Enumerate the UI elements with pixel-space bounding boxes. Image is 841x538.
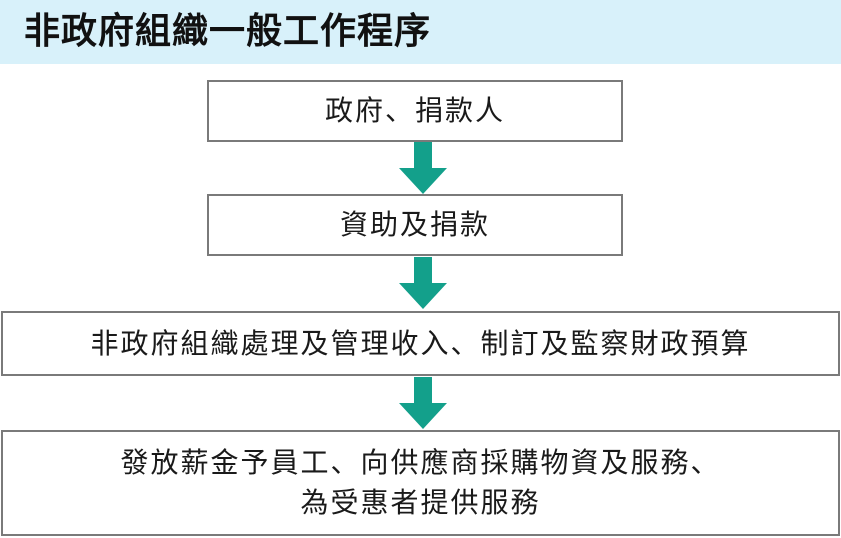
title-banner: 非政府組織一般工作程序 — [0, 0, 841, 64]
diagram-title: 非政府組織一般工作程序 — [24, 11, 432, 52]
down-arrow-icon — [399, 142, 447, 194]
flow-step-1-label: 政府、捐款人 — [324, 94, 505, 127]
flow-step-3-box: 非政府組織處理及管理收入、制訂及監察財政預算 — [1, 311, 840, 376]
flow-step-4-box: 發放薪金予員工、向供應商採購物資及服務、 為受惠者提供服務 — [1, 430, 840, 536]
flow-step-2-box: 資助及捐款 — [207, 194, 623, 256]
flow-step-4-label-line-2: 為受惠者提供服務 — [300, 486, 541, 519]
flow-step-3-label: 非政府組織處理及管理收入、制訂及監察財政預算 — [90, 326, 751, 360]
down-arrow-icon — [399, 377, 447, 429]
flow-step-1-box: 政府、捐款人 — [207, 80, 623, 142]
flow-step-2-label: 資助及捐款 — [339, 208, 490, 241]
flow-step-4-label-line-1: 發放薪金予員工、向供應商採購物資及服務、 — [120, 446, 721, 479]
down-arrow-icon — [399, 257, 447, 309]
